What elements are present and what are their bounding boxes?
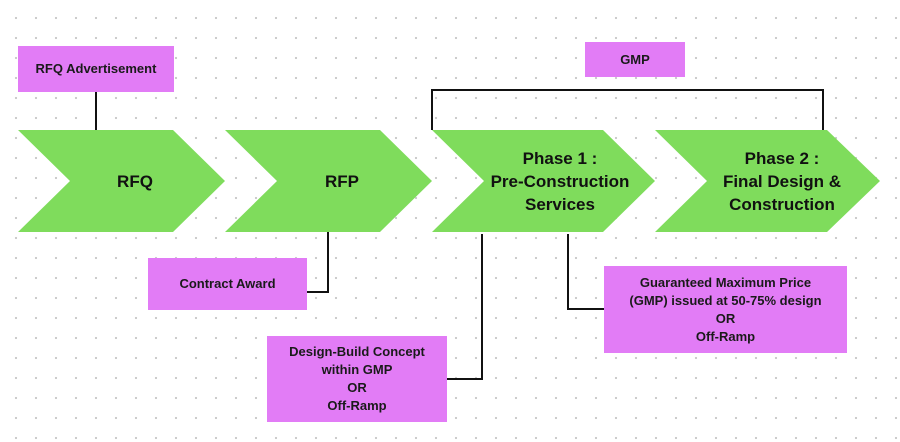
phase-1-line2: Pre-Construction bbox=[490, 171, 630, 191]
phase-2-title: Phase 2 : bbox=[744, 148, 820, 168]
connector-contract-award bbox=[307, 232, 329, 293]
stage-phase-1-label: Phase 1 : Pre-Construction Services bbox=[470, 130, 650, 232]
stage-phase-2-label: Phase 2 : Final Design & Construction bbox=[692, 130, 872, 232]
phase-1-title: Phase 1 : bbox=[522, 148, 598, 168]
connector-gmp-bracket bbox=[431, 89, 824, 130]
stage-rfp-label: RFP bbox=[325, 171, 359, 191]
chevron-phase-1 bbox=[432, 130, 655, 232]
stage-rfq-label: RFQ bbox=[117, 171, 153, 191]
chevron-rfq bbox=[18, 130, 225, 232]
chevron-rfp bbox=[225, 130, 432, 232]
guaranteed-max-price-box: Guaranteed Maximum Price (GMP) issued at… bbox=[604, 266, 847, 353]
rfq-advertisement-box: RFQ Advertisement bbox=[18, 46, 174, 92]
phase-1-line3: Services bbox=[525, 194, 595, 214]
design-build-box: Design-Build Concept within GMP OR Off-R… bbox=[267, 336, 447, 422]
connector-design-build bbox=[447, 234, 483, 380]
phase-2-line3: Construction bbox=[729, 194, 835, 214]
contract-award-box: Contract Award bbox=[148, 258, 307, 310]
chevron-phase-2 bbox=[655, 130, 880, 232]
connector-guaranteed-max-price bbox=[567, 234, 604, 310]
gmp-box: GMP bbox=[585, 42, 685, 77]
phase-2-line2: Final Design & bbox=[722, 171, 842, 191]
